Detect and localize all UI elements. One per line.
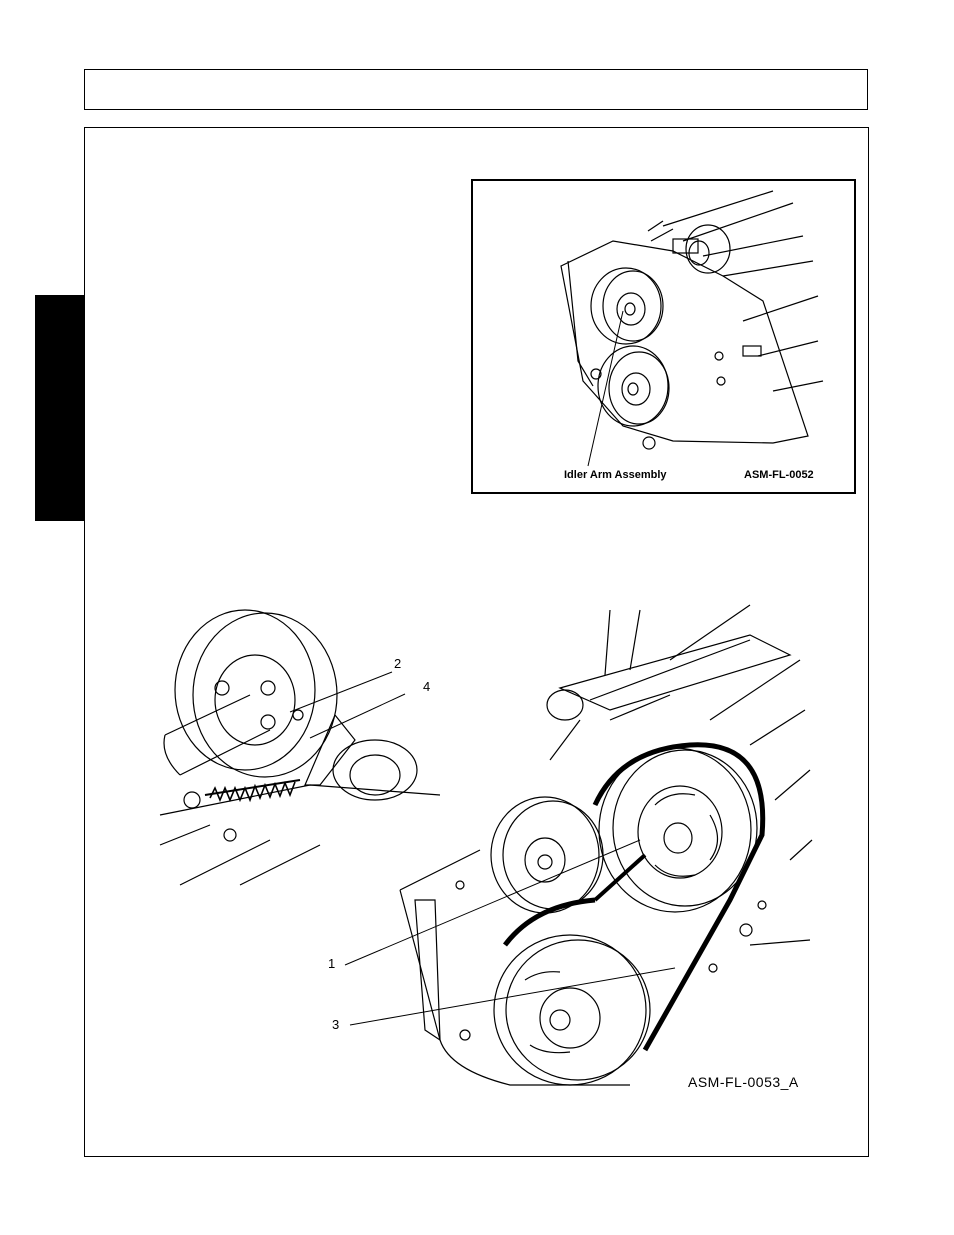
bottom-figure-id: ASM-FL-0053_A (688, 1074, 799, 1090)
idler-arm-illustration (473, 181, 854, 492)
section-side-tab (35, 295, 84, 521)
callout-3: 3 (332, 1017, 339, 1032)
idler-arm-figure: Idler Arm Assembly ASM-FL-0052 (471, 179, 856, 494)
belt-drive-illustration (150, 600, 820, 1100)
idler-arm-caption: Idler Arm Assembly (564, 469, 667, 481)
top-figure-id: ASM-FL-0052 (744, 469, 814, 481)
callout-4: 4 (423, 679, 430, 694)
page-header-box (84, 69, 868, 110)
callout-2: 2 (394, 656, 401, 671)
callout-1: 1 (328, 956, 335, 971)
belt-drive-figure: 2 4 1 3 ASM-FL-0053_A (150, 600, 820, 1100)
